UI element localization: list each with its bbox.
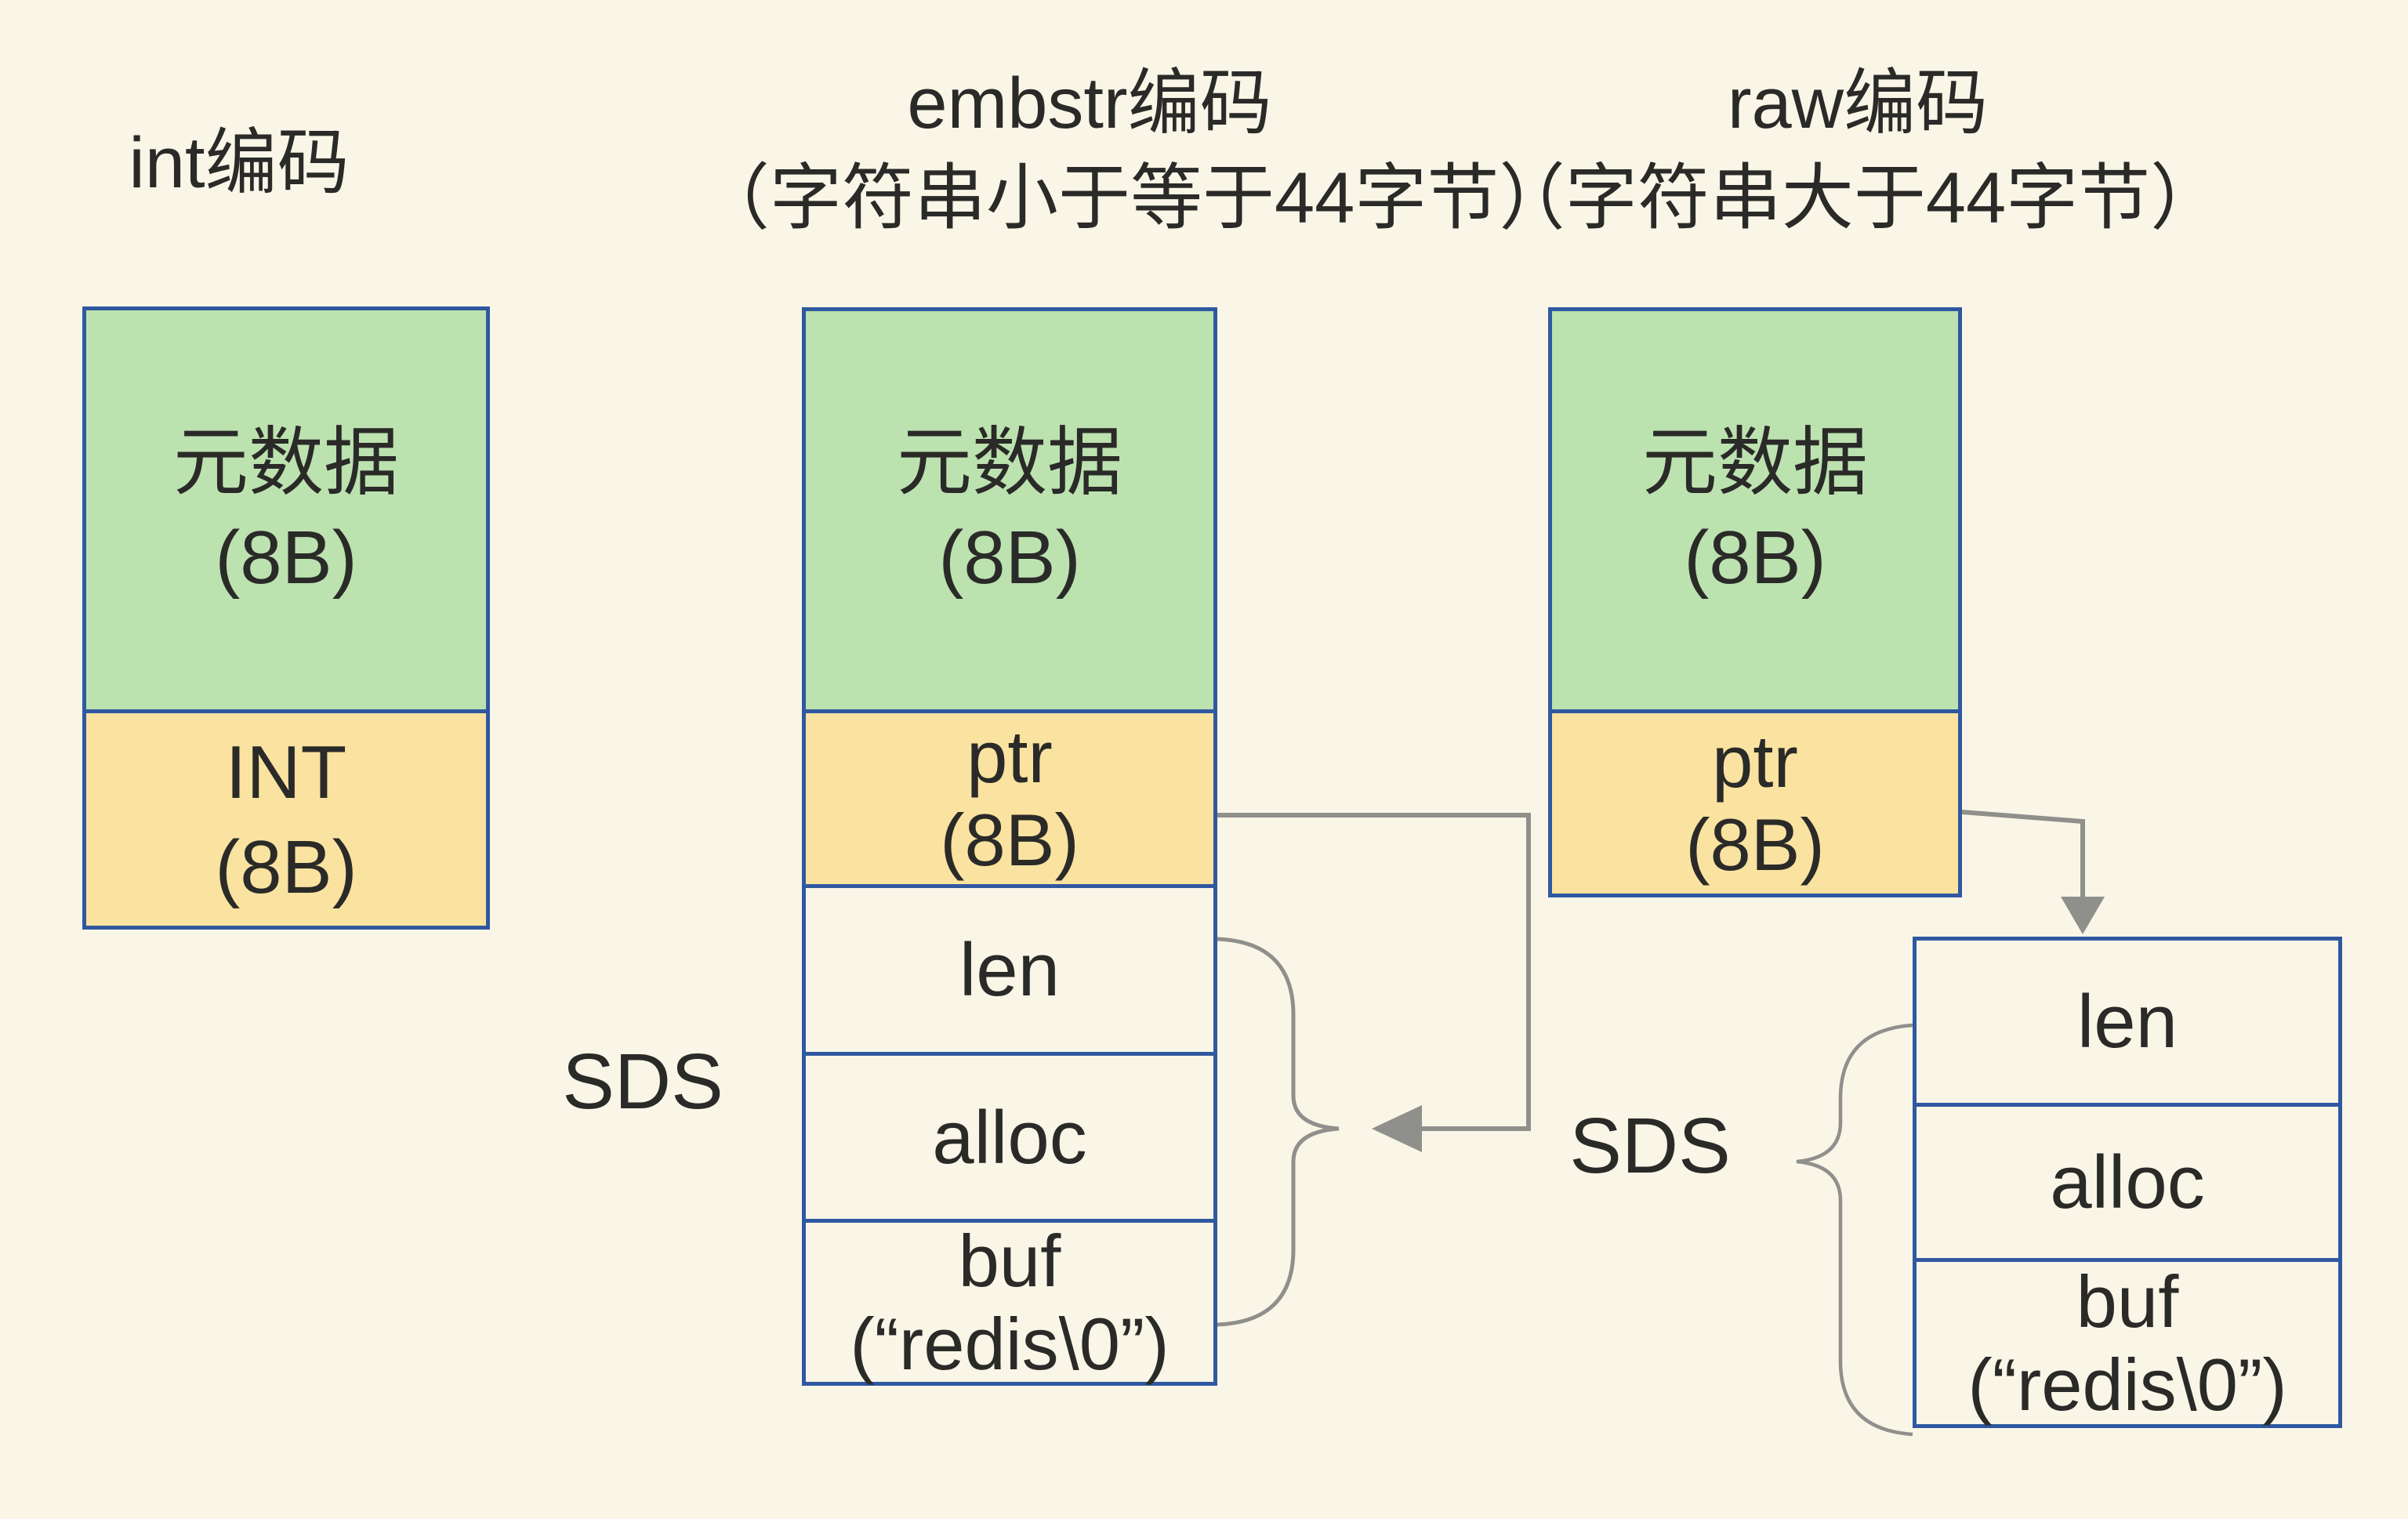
- raw-alloc-label: alloc: [2050, 1140, 2205, 1224]
- raw-metadata-size: (8B): [1684, 516, 1826, 600]
- int-title-text: int编码: [129, 123, 350, 203]
- raw-sds-buf-cell: buf (“redis\0”): [1913, 1258, 2342, 1428]
- int-value-cell: INT (8B): [82, 709, 490, 930]
- embstr-ptr-arrowhead-icon: [1372, 1105, 1422, 1152]
- raw-ptr-label: ptr: [1712, 720, 1798, 803]
- embstr-column-title: embstr编码 （字符串小于等于44字节）: [698, 56, 1572, 246]
- embstr-ptr-cell: ptr (8B): [802, 709, 1217, 888]
- embstr-alloc-label: alloc: [932, 1095, 1087, 1180]
- raw-title-text: raw编码: [1727, 63, 1989, 143]
- embstr-sds-bracket: [1217, 937, 1340, 1327]
- raw-metadata-cell: 元数据 (8B): [1548, 307, 1962, 713]
- embstr-ptr-label: ptr: [966, 716, 1053, 798]
- raw-title-subtitle: （字符串大于44字节）: [1492, 158, 2223, 238]
- raw-ptr-size: (8B): [1685, 803, 1825, 886]
- int-column-title: int编码: [74, 116, 404, 211]
- embstr-metadata-size: (8B): [938, 516, 1081, 600]
- raw-buf-label: buf: [2076, 1260, 2179, 1343]
- embstr-ptr-arrow-line: [1217, 813, 1531, 1131]
- embstr-sds-label: SDS: [562, 1038, 723, 1126]
- embstr-buf-label: buf: [958, 1219, 1061, 1302]
- embstr-len-label: len: [959, 928, 1061, 1012]
- raw-sds-label: SDS: [1569, 1102, 1731, 1190]
- raw-sds-len-cell: len: [1913, 937, 2342, 1107]
- raw-len-label: len: [2076, 980, 2178, 1064]
- raw-ptr-cell: ptr (8B): [1548, 709, 1962, 897]
- embstr-metadata-label: 元数据: [897, 421, 1122, 505]
- int-value-size: (8B): [215, 825, 357, 909]
- raw-sds-brace: [1796, 1023, 1913, 1437]
- embstr-metadata-cell: 元数据 (8B): [802, 307, 1217, 713]
- embstr-title-text: embstr编码: [907, 63, 1272, 143]
- raw-metadata-label: 元数据: [1642, 421, 1868, 505]
- int-metadata-label: 元数据: [173, 420, 399, 505]
- raw-buf-value: (“redis\0”): [1967, 1343, 2287, 1426]
- raw-column-title: raw编码 （字符串大于44字节）: [1466, 56, 2250, 246]
- int-metadata-size: (8B): [215, 515, 357, 600]
- embstr-sds-buf-cell: buf (“redis\0”): [802, 1219, 1217, 1386]
- raw-ptr-arrow-line: [1961, 810, 2085, 898]
- raw-sds-alloc-cell: alloc: [1913, 1103, 2342, 1262]
- int-value-label: INT: [225, 730, 347, 814]
- embstr-ptr-size: (8B): [940, 799, 1079, 881]
- int-metadata-cell: 元数据 (8B): [82, 306, 490, 713]
- embstr-buf-value: (“redis\0”): [850, 1302, 1170, 1385]
- embstr-title-subtitle: （字符串小于等于44字节）: [698, 158, 1572, 238]
- raw-ptr-arrowhead-icon: [2061, 897, 2105, 934]
- embstr-sds-len-cell: len: [802, 884, 1217, 1056]
- embstr-sds-alloc-cell: alloc: [802, 1052, 1217, 1223]
